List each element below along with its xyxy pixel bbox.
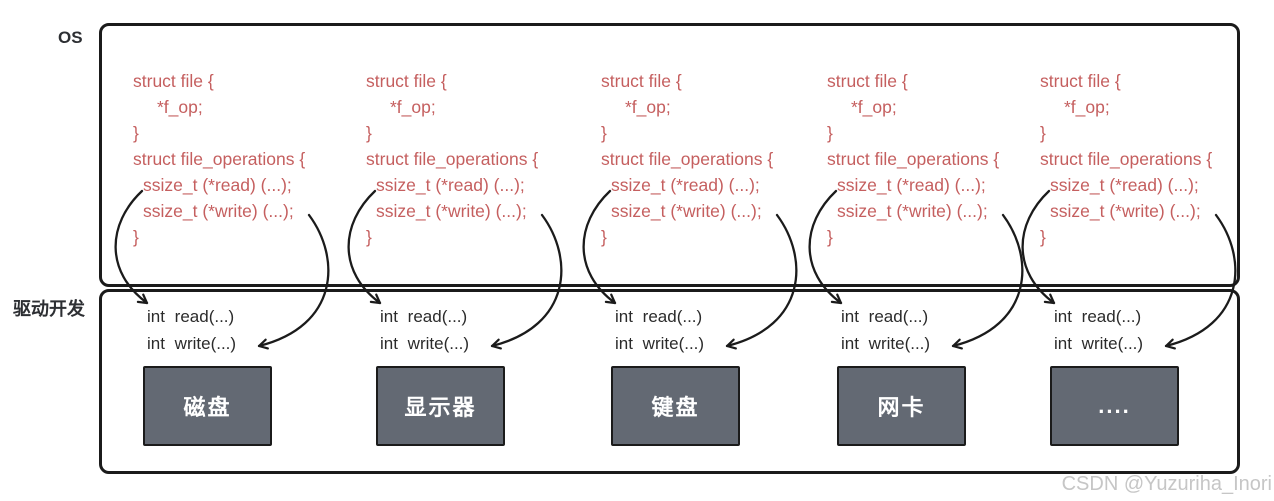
- int-write-line: int write(...): [615, 334, 705, 353]
- driver-functions-col5: int read(...) int write(...): [1054, 303, 1143, 357]
- code-line: struct file_operations {: [827, 149, 1000, 169]
- int-read-line: int read(...): [1054, 307, 1142, 326]
- device-box-col1: 磁盘: [143, 366, 272, 446]
- code-line: struct file_operations {: [133, 149, 306, 169]
- struct-code-block-col2: struct file { *f_op;} struct file_operatio…: [366, 68, 538, 250]
- code-line: }: [827, 123, 833, 143]
- device-box-label: 网卡: [877, 395, 926, 420]
- device-box-label: 磁盘: [183, 395, 232, 420]
- code-line: ssize_t (*read) (...);: [837, 175, 986, 195]
- int-write-line: int write(...): [841, 334, 931, 353]
- int-read-line: int read(...): [380, 307, 468, 326]
- code-line: }: [133, 227, 139, 247]
- driver-functions-col3: int read(...) int write(...): [615, 303, 704, 357]
- int-write-line: int write(...): [380, 334, 470, 353]
- struct-code-block-col4: struct file { *f_op;} struct file_operatio…: [827, 68, 999, 250]
- code-line: }: [366, 123, 372, 143]
- code-line: }: [827, 227, 833, 247]
- driver-functions-col1: int read(...) int write(...): [147, 303, 236, 357]
- code-line: ssize_t (*read) (...);: [1050, 175, 1199, 195]
- code-line: }: [133, 123, 139, 143]
- code-line: struct file {: [601, 71, 682, 91]
- code-line: ssize_t (*write) (...);: [143, 201, 294, 221]
- code-line: ssize_t (*write) (...);: [611, 201, 762, 221]
- code-line: struct file_operations {: [366, 149, 539, 169]
- code-line: struct file {: [1040, 71, 1121, 91]
- device-box-col3: 键盘: [611, 366, 740, 446]
- code-line: }: [1040, 227, 1046, 247]
- int-read-line: int read(...): [841, 307, 929, 326]
- code-line: struct file {: [133, 71, 214, 91]
- code-line: struct file {: [827, 71, 908, 91]
- device-box-label: 键盘: [651, 395, 700, 420]
- code-line: struct file {: [366, 71, 447, 91]
- code-line: *f_op;: [851, 97, 897, 117]
- device-box-label: ....: [1098, 393, 1131, 418]
- code-line: ssize_t (*read) (...);: [376, 175, 525, 195]
- code-line: ssize_t (*read) (...);: [143, 175, 292, 195]
- int-read-line: int read(...): [615, 307, 703, 326]
- code-line: ssize_t (*write) (...);: [837, 201, 988, 221]
- code-line: }: [1040, 123, 1046, 143]
- code-line: }: [601, 227, 607, 247]
- code-line: ssize_t (*write) (...);: [376, 201, 527, 221]
- code-line: ssize_t (*read) (...);: [611, 175, 760, 195]
- csdn-watermark: CSDN @Yuzuriha_Inori: [1061, 473, 1272, 495]
- driver-functions-col2: int read(...) int write(...): [380, 303, 469, 357]
- device-box-label: 显示器: [404, 395, 477, 420]
- code-line: struct file_operations {: [601, 149, 774, 169]
- code-line: struct file_operations {: [1040, 149, 1213, 169]
- driver-development-label: 驱动开发: [13, 299, 85, 319]
- code-line: }: [366, 227, 372, 247]
- code-line: }: [601, 123, 607, 143]
- code-line: *f_op;: [625, 97, 671, 117]
- int-read-line: int read(...): [147, 307, 235, 326]
- struct-code-block-col1: struct file { *f_op;} struct file_operatio…: [133, 68, 305, 250]
- driver-functions-col4: int read(...) int write(...): [841, 303, 930, 357]
- code-line: ssize_t (*write) (...);: [1050, 201, 1201, 221]
- int-write-line: int write(...): [1054, 334, 1144, 353]
- os-label: OS: [58, 28, 83, 47]
- code-line: *f_op;: [1064, 97, 1110, 117]
- int-write-line: int write(...): [147, 334, 237, 353]
- struct-code-block-col3: struct file { *f_op;} struct file_operatio…: [601, 68, 773, 250]
- struct-code-block-col5: struct file { *f_op;} struct file_operatio…: [1040, 68, 1212, 250]
- code-line: *f_op;: [157, 97, 203, 117]
- code-line: *f_op;: [390, 97, 436, 117]
- device-box-col2: 显示器: [376, 366, 505, 446]
- device-box-col5: ....: [1050, 366, 1179, 446]
- device-box-col4: 网卡: [837, 366, 966, 446]
